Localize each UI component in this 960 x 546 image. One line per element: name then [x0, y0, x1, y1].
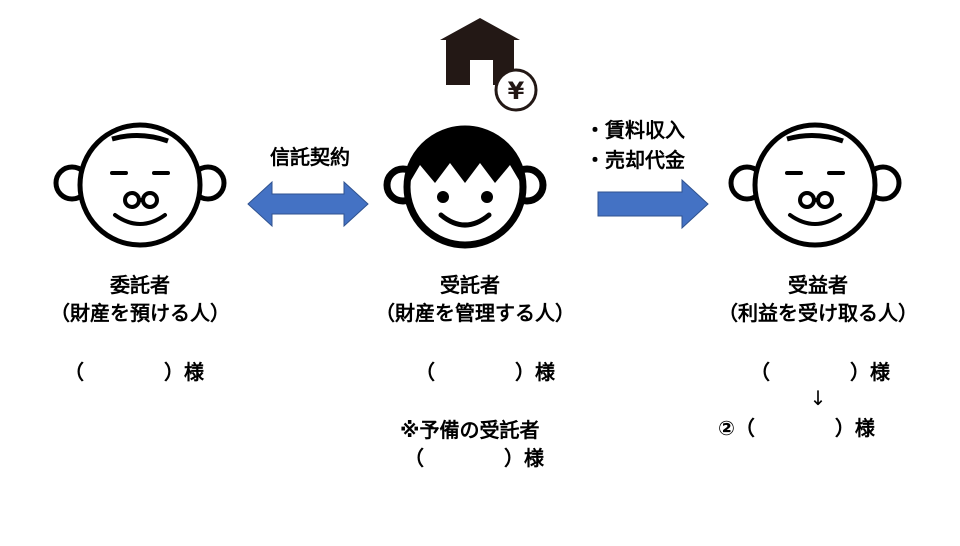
settlor-subtitle: （財産を預ける人） [50, 301, 230, 325]
backup-trustee-name-field[interactable]: （ ）様 [404, 446, 544, 470]
backup-trustee-title: ※予備の受託者 [400, 418, 540, 442]
contract-label: 信託契約 [270, 145, 350, 169]
trustee-title: 受託者 [440, 273, 500, 297]
income-item-sale: ・売却代金 [585, 148, 685, 172]
settlor-name-field[interactable]: （ ）様 [64, 360, 204, 384]
down-arrow-icon: ↓ [809, 386, 827, 410]
beneficiary-face-icon [728, 122, 902, 248]
beneficiary-subtitle: （利益を受け取る人） [718, 301, 918, 325]
second-beneficiary-name-field[interactable]: ②（ ）様 [718, 416, 875, 440]
house-yen-icon: ¥ [440, 18, 538, 112]
yen-symbol: ¥ [508, 77, 525, 105]
contract-double-arrow [247, 180, 369, 228]
income-arrow [597, 178, 709, 230]
trustee-subtitle: （財産を管理する人） [375, 301, 575, 325]
beneficiary-name-field[interactable]: （ ）様 [750, 360, 890, 384]
settlor-title: 委託者 [110, 273, 170, 297]
trustee-name-field[interactable]: （ ）様 [415, 360, 555, 384]
trustee-face-icon [383, 125, 547, 249]
beneficiary-title: 受益者 [788, 273, 848, 297]
income-item-rent: ・賃料収入 [585, 118, 685, 142]
settlor-face-icon [53, 122, 227, 248]
